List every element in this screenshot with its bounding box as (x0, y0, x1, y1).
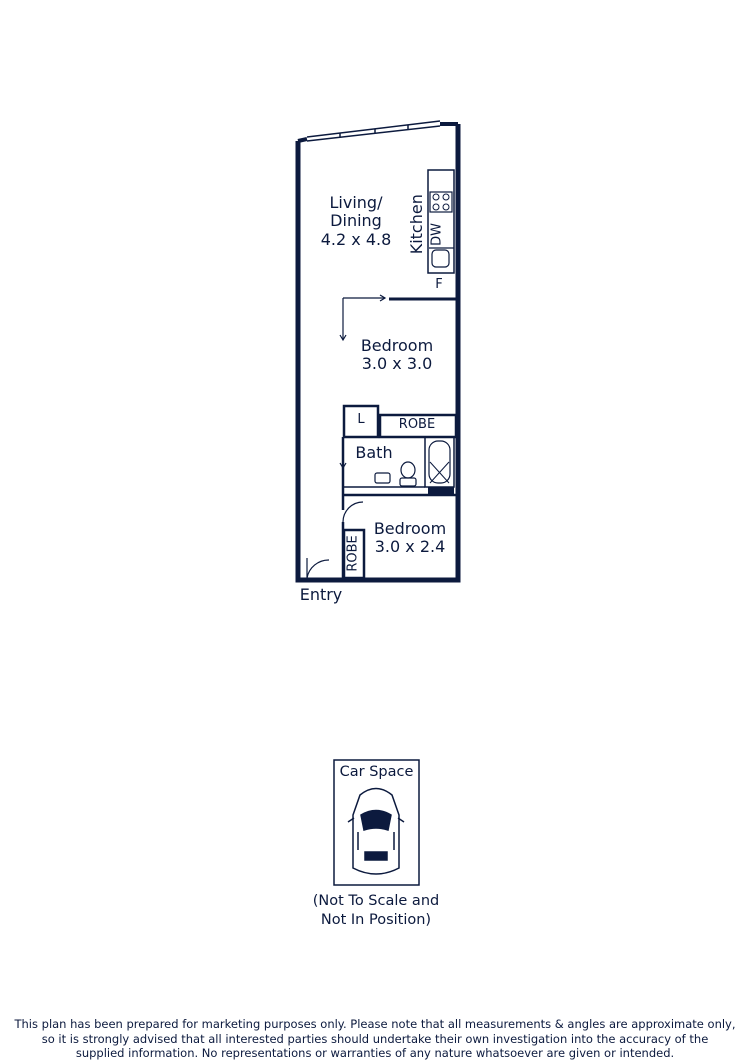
living-name: Living/ (329, 193, 383, 212)
scale-note: (Not To Scale and Not In Position) (276, 892, 476, 930)
bath-label: Bath (355, 443, 393, 462)
top-wall-left (297, 137, 308, 143)
outer-wall (295, 124, 461, 583)
scale-note-line1: (Not To Scale and (312, 893, 440, 909)
bedroom2-door-swing (342, 501, 364, 523)
kitchen-label: Kitchen (406, 194, 426, 255)
cooktop (429, 191, 453, 213)
entry-door-swing (306, 559, 330, 579)
entry-label: Entry (299, 585, 343, 604)
bedroom2-dims: 3.0 x 2.4 (374, 537, 446, 557)
disclaimer-line1: This plan has been prepared for marketin… (14, 1017, 736, 1031)
bedroom2-label: Bedroom 3.0 x 2.4 (366, 519, 454, 557)
dishwasher-label: DW (429, 223, 445, 246)
car-space-box (333, 759, 420, 886)
bedroom1-dims: 3.0 x 3.0 (361, 354, 433, 374)
robe1-label: ROBE (398, 417, 436, 432)
fridge-label: F (435, 277, 443, 292)
robe-2 (342, 528, 366, 580)
window (306, 120, 441, 142)
kitchen-sink (431, 249, 450, 268)
bedroom1-label: Bedroom 3.0 x 3.0 (352, 336, 442, 374)
dining-name: Dining (330, 211, 382, 231)
laundry-label: L (357, 412, 365, 427)
kitchen-bench (427, 169, 455, 274)
vanity-basin (374, 472, 391, 484)
living-dims: 4.2 x 4.8 (320, 229, 392, 249)
toilet (400, 461, 416, 479)
living-dining-label: Living/ Dining 4.2 x 4.8 (312, 193, 400, 249)
disclaimer-line3: supplied information. No representations… (75, 1046, 675, 1060)
disclaimer-line2: so it is strongly advised that all inter… (41, 1031, 709, 1046)
bath-door-arrow (339, 440, 347, 470)
robe2-label: ROBE (345, 535, 361, 572)
robe-1 (378, 413, 458, 439)
disclaimer: This plan has been prepared for marketin… (10, 1017, 740, 1061)
bedroom1-name: Bedroom (360, 336, 434, 355)
door-arrow (339, 294, 387, 342)
car-icon (347, 787, 405, 875)
bedroom2-name: Bedroom (373, 519, 447, 538)
car-space-title: Car Space (339, 764, 414, 780)
scale-note-line2: Not In Position) (320, 911, 432, 928)
laundry (342, 404, 380, 439)
